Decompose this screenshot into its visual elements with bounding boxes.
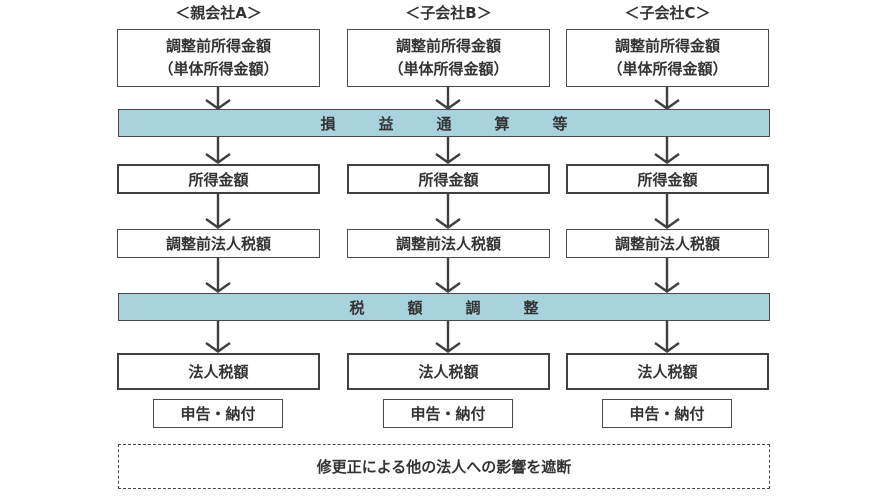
column-header-subsidiary-c: ＜子会社C＞ xyxy=(624,4,711,22)
pre-adjustment-income-box-b: 調整前所得金額 （単体所得金額） xyxy=(347,29,550,87)
pre-adjustment-income-box-c: 調整前所得金額 （単体所得金額） xyxy=(566,29,769,87)
filing-payment-box-c: 申告・納付 xyxy=(602,399,732,428)
filing-payment-label: 申告・納付 xyxy=(410,405,486,423)
corporate-tax-box-c: 法人税額 xyxy=(566,353,769,390)
down-arrow-icon xyxy=(435,321,461,353)
filing-payment-box-a: 申告・納付 xyxy=(153,399,283,428)
pre-adjustment-tax-label: 調整前法人税額 xyxy=(614,235,720,253)
income-amount-box-a: 所得金額 xyxy=(117,164,320,194)
down-arrow-icon xyxy=(435,137,461,164)
down-arrow-icon xyxy=(654,137,680,164)
down-arrow-icon xyxy=(205,137,231,164)
standalone-income-label: （単体所得金額） xyxy=(388,60,509,78)
down-arrow-icon xyxy=(654,87,680,110)
pre-adjustment-tax-box-c: 調整前法人税額 xyxy=(566,229,769,258)
tax-adjustment-band: 税額調整 xyxy=(118,293,770,321)
down-arrow-icon xyxy=(654,321,680,353)
profit-loss-offset-label: 損益通算等 xyxy=(320,114,611,133)
column-header-subsidiary-b: ＜子会社B＞ xyxy=(405,4,492,22)
pre-adjustment-income-label: 調整前所得金額 xyxy=(395,36,501,55)
income-amount-label: 所得金額 xyxy=(418,170,479,189)
standalone-income-label: （単体所得金額） xyxy=(607,60,728,78)
down-arrow-icon xyxy=(435,258,461,293)
standalone-income-label: （単体所得金額） xyxy=(158,60,279,78)
pre-adjustment-tax-box-a: 調整前法人税額 xyxy=(117,229,320,258)
profit-loss-offset-band: 損益通算等 xyxy=(118,109,770,137)
corporate-tax-label: 法人税額 xyxy=(188,363,249,381)
down-arrow-icon xyxy=(205,321,231,353)
corporate-tax-box-a: 法人税額 xyxy=(117,353,320,390)
filing-payment-box-b: 申告・納付 xyxy=(383,399,513,428)
impact-isolation-note: 修更正による他の法人への影響を遮断 xyxy=(118,444,770,489)
corporate-tax-label: 法人税額 xyxy=(418,363,479,381)
down-arrow-icon xyxy=(654,194,680,229)
pre-adjustment-income-box-a: 調整前所得金額 （単体所得金額） xyxy=(117,29,320,87)
corporate-tax-box-b: 法人税額 xyxy=(347,353,550,390)
pre-adjustment-income-label: 調整前所得金額 xyxy=(165,36,271,55)
down-arrow-icon xyxy=(205,194,231,229)
tax-adjustment-label: 税額調整 xyxy=(349,298,582,317)
down-arrow-icon xyxy=(205,258,231,293)
income-amount-box-c: 所得金額 xyxy=(566,164,769,194)
income-amount-label: 所得金額 xyxy=(188,170,249,189)
income-amount-box-b: 所得金額 xyxy=(347,164,550,194)
pre-adjustment-tax-label: 調整前法人税額 xyxy=(165,235,271,253)
down-arrow-icon xyxy=(654,258,680,293)
down-arrow-icon xyxy=(205,87,231,110)
corporate-tax-label: 法人税額 xyxy=(637,363,698,381)
pre-adjustment-tax-label: 調整前法人税額 xyxy=(395,235,501,253)
column-header-parent-a: ＜親会社A＞ xyxy=(175,4,262,22)
filing-payment-label: 申告・納付 xyxy=(180,405,256,423)
income-amount-label: 所得金額 xyxy=(637,170,698,189)
filing-payment-label: 申告・納付 xyxy=(629,405,705,423)
down-arrow-icon xyxy=(435,194,461,229)
pre-adjustment-tax-box-b: 調整前法人税額 xyxy=(347,229,550,258)
impact-isolation-note-text: 修更正による他の法人への影響を遮断 xyxy=(316,458,572,476)
pre-adjustment-income-label: 調整前所得金額 xyxy=(614,36,720,55)
down-arrow-icon xyxy=(435,87,461,110)
